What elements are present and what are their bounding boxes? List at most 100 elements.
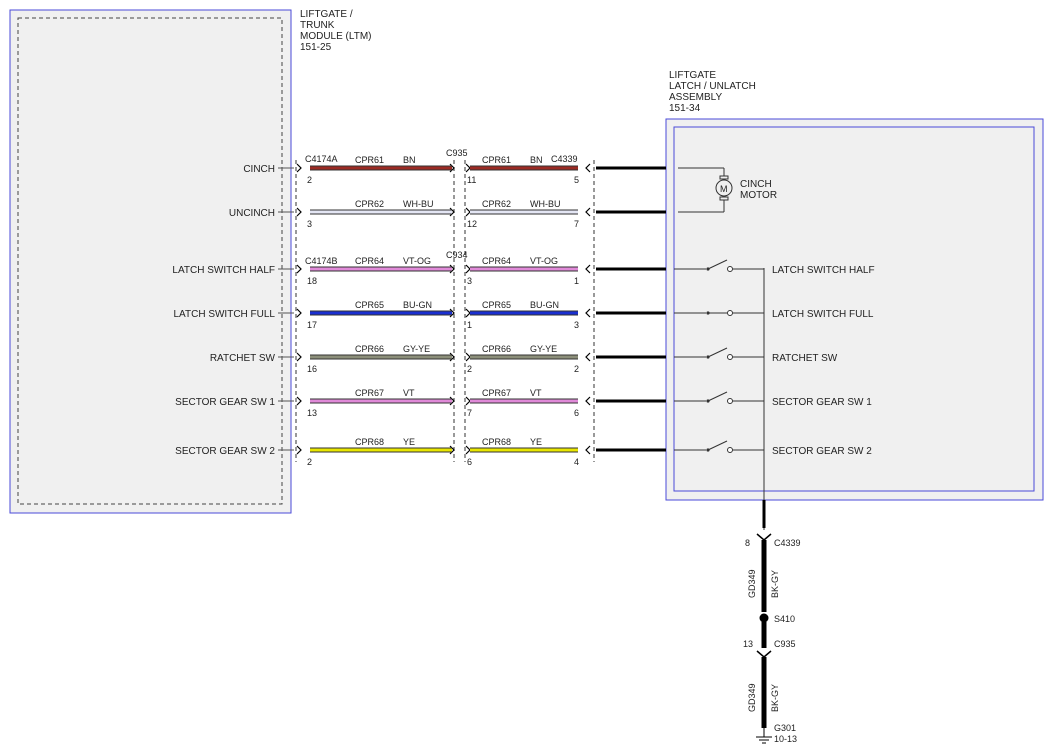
mid-right-terminal-icon: [465, 445, 471, 455]
pin-ltm: 18: [307, 276, 317, 286]
c4339-terminal-icon: [585, 308, 591, 318]
wire-circuit-left: CPR61: [355, 155, 384, 165]
ground-conn-c935: C935: [774, 639, 796, 649]
switch-contact-pivot: [727, 354, 733, 360]
ltm-pin-label: CINCH: [243, 164, 275, 175]
wire-color-right: WH-BU: [530, 199, 561, 209]
c4339-terminal-icon: [585, 163, 591, 173]
pin-mid: 6: [467, 457, 472, 467]
ltm-pin-label: LATCH SWITCH HALF: [172, 265, 275, 276]
connector-c4339-label: C4339: [551, 154, 578, 164]
mid-left-terminal-icon: [449, 163, 455, 173]
wire-circuit-left: CPR68: [355, 437, 384, 447]
switch-open-arm-icon: [707, 259, 728, 270]
wire-color-left: GY-YE: [403, 344, 430, 354]
ltm-pin-label: UNCINCH: [229, 208, 275, 219]
wire-color-left: BU-GN: [403, 300, 432, 310]
mid-right-terminal-icon: [465, 163, 471, 173]
wire-color-left: VT: [403, 388, 415, 398]
wire-circuit-right: CPR68: [482, 437, 511, 447]
latch-title-line-4: 151-34: [669, 103, 701, 114]
splice-s410-icon: [759, 613, 769, 623]
motor-brush-bottom: [719, 196, 729, 201]
mid-right-terminal-icon: [465, 264, 471, 274]
wire-circuit-right: CPR67: [482, 388, 511, 398]
switch-label: LATCH SWITCH HALF: [772, 265, 875, 276]
wire-color-right: VT: [530, 388, 542, 398]
mid-left-terminal-icon: [449, 352, 455, 362]
latch-assembly-box: [665, 118, 1044, 501]
c935-ground-terminal-icon: [756, 650, 772, 658]
c4339-ground-terminal-icon: [756, 533, 772, 541]
ground-conn-c4339: C4339: [774, 538, 801, 548]
mid-right-terminal-icon: [465, 352, 471, 362]
ground-color-1: BK-GY: [770, 570, 780, 598]
cinch-motor-icon: [715, 179, 733, 197]
switch-label: SECTOR GEAR SW 1: [772, 397, 872, 408]
splice-label: S410: [774, 614, 795, 624]
wire-color-right: BN: [530, 155, 543, 165]
pin-ltm: 3: [307, 219, 312, 229]
switch-label: RATCHET SW: [772, 353, 838, 364]
connector-c4174b-label: C4174B: [305, 256, 338, 266]
ltm-pin-label: RATCHET SW: [210, 353, 276, 364]
pin-mid: 2: [467, 364, 472, 374]
wire-circuit-right: CPR66: [482, 344, 511, 354]
wire-color-left: VT-OG: [403, 256, 431, 266]
motor-brush-top: [719, 175, 729, 180]
pin-mid: 1: [467, 320, 472, 330]
ground-pin-c935: 13: [743, 639, 753, 649]
ground-ref-label: 10-13: [774, 734, 797, 744]
c4339-terminal-icon: [585, 264, 591, 274]
pin-latch: 4: [574, 457, 579, 467]
ltm-title-line-2: TRUNK: [300, 20, 335, 31]
switch-contact-pivot: [727, 398, 733, 404]
wire-circuit-left: CPR64: [355, 256, 384, 266]
connector-c935-label: C935: [446, 148, 468, 158]
mid-right-terminal-icon: [465, 207, 471, 217]
switch-open-arm-icon: [707, 440, 728, 451]
c4339-terminal-icon: [585, 352, 591, 362]
switch-label: LATCH SWITCH FULL: [772, 309, 874, 320]
c4174-terminal-icon: [296, 264, 302, 274]
wire-color-right: YE: [530, 437, 542, 447]
wire-color-left: YE: [403, 437, 415, 447]
wire-circuit-left: CPR67: [355, 388, 384, 398]
pin-latch: 3: [574, 320, 579, 330]
switch-label: SECTOR GEAR SW 2: [772, 446, 872, 457]
pin-latch: 5: [574, 175, 579, 185]
mid-left-terminal-icon: [449, 396, 455, 406]
ltm-pin-label: SECTOR GEAR SW 1: [175, 397, 275, 408]
mid-left-terminal-icon: [449, 264, 455, 274]
ltm-title-line-3: MODULE (LTM): [300, 31, 371, 42]
c4339-terminal-icon: [585, 445, 591, 455]
c4174-terminal-icon: [296, 352, 302, 362]
ground-color-2: BK-GY: [770, 684, 780, 712]
ground-pin-c4339: 8: [745, 538, 750, 548]
wire-color-right: BU-GN: [530, 300, 559, 310]
latch-title-line-1: LIFTGATE: [669, 70, 716, 81]
pin-ltm: 16: [307, 364, 317, 374]
switch-contact-pivot: [727, 310, 733, 316]
mid-left-terminal-icon: [449, 308, 455, 318]
ltm-pin-label: LATCH SWITCH FULL: [174, 309, 276, 320]
wire-circuit-right: CPR64: [482, 256, 511, 266]
pin-mid: 11: [467, 175, 476, 185]
switch-open-arm-icon: [707, 347, 728, 358]
latch-assembly-inner: [673, 126, 1035, 492]
mid-left-terminal-icon: [449, 207, 455, 217]
pin-mid: 12: [467, 219, 477, 229]
wire-color-left: WH-BU: [403, 199, 434, 209]
ground-path: 8 C4339 GD349 BK-GY S410 13 C935 GD349 B…: [743, 500, 801, 744]
pin-latch: 2: [574, 364, 579, 374]
wire-circuit-right: CPR65: [482, 300, 511, 310]
switch-open-arm-icon: [707, 391, 728, 402]
wire-circuit-right: CPR61: [482, 155, 511, 165]
